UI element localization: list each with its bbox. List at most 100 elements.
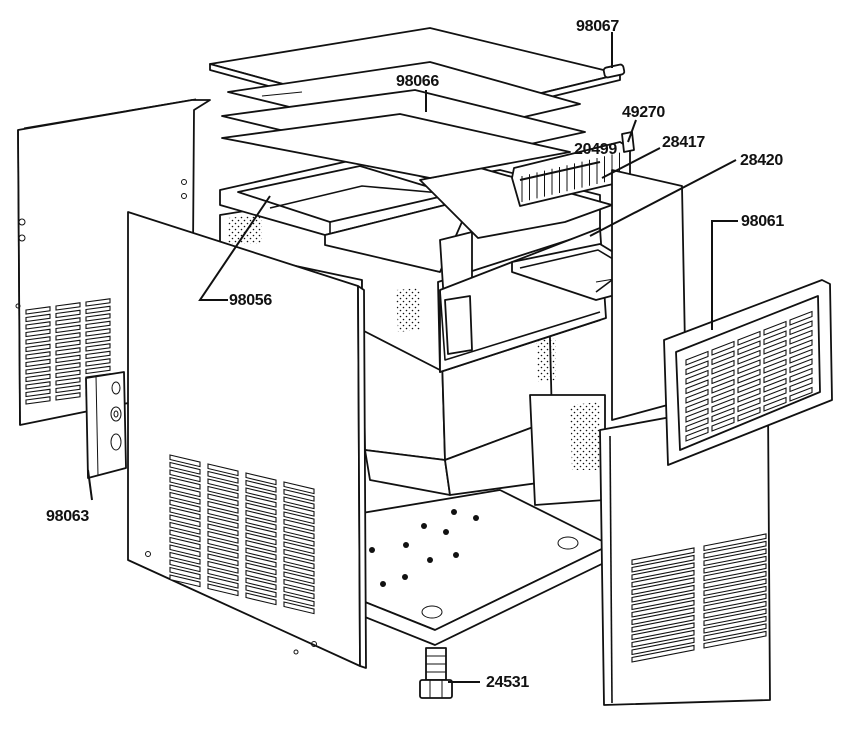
vent-slot [85, 343, 111, 352]
vent-slot [245, 562, 277, 576]
cabinet-body [219, 157, 637, 646]
vent-slot [55, 302, 81, 311]
vent-slot [245, 539, 277, 553]
vent-slot [25, 328, 51, 338]
bracket-98063 [85, 371, 127, 479]
vent-slot [169, 529, 201, 543]
vent-slot [55, 332, 81, 341]
vent-slot [703, 563, 767, 582]
vent-slot [169, 551, 201, 565]
vent-slot [55, 324, 81, 334]
vent-slot [711, 359, 735, 375]
vent-slot [703, 548, 767, 567]
vent-slot [685, 398, 709, 414]
vent-slot [711, 340, 735, 356]
vent-slot [789, 310, 813, 326]
vent-slot [207, 575, 239, 589]
vent-slot [631, 629, 695, 648]
vent-slot [55, 377, 81, 386]
vent-slot [169, 521, 201, 535]
vent-slot [703, 570, 767, 589]
vent-slot [703, 578, 767, 597]
vent-slot [763, 396, 787, 412]
vent-slot [207, 478, 239, 492]
vent-slot [25, 396, 51, 405]
vent-slot [169, 566, 201, 580]
vent-slot [55, 317, 81, 326]
label-28420: 28420 [740, 152, 783, 169]
vent-slot [207, 493, 239, 507]
vent-slot [283, 511, 315, 525]
vent-slot [283, 578, 315, 592]
vent-slot [85, 335, 111, 345]
vent-slot [25, 358, 51, 368]
vent-slot [703, 623, 767, 642]
vent-slot [631, 637, 695, 656]
vent-slot [763, 387, 787, 403]
vent-slot [283, 541, 315, 555]
vent-slot [737, 340, 761, 356]
vent-slot [85, 328, 111, 337]
vent-slot [789, 358, 813, 374]
base-holes [369, 509, 579, 619]
label-98061: 98061 [741, 213, 784, 230]
label-98056: 98056 [229, 292, 272, 309]
vent-slot [703, 593, 767, 612]
front-panel-vents [169, 454, 315, 615]
vent-slot [169, 491, 201, 505]
vent-slot [763, 377, 787, 393]
vent-slot [631, 554, 695, 573]
vent-slot [763, 330, 787, 346]
vent-slot [737, 397, 761, 413]
vent-slot [685, 379, 709, 395]
label-49270: 49270 [622, 104, 665, 121]
vent-slot [169, 536, 201, 550]
vent-slot [25, 351, 51, 360]
vent-slot [25, 313, 51, 323]
vent-slot [85, 350, 111, 360]
vent-slot [25, 388, 51, 398]
vent-slot [25, 321, 51, 330]
vent-slot [283, 481, 315, 495]
vent-slot [245, 502, 277, 516]
vent-slot [711, 378, 735, 394]
vent-slot [631, 614, 695, 633]
vent-slot [703, 608, 767, 627]
vent-slot [207, 508, 239, 522]
vent-slot [207, 500, 239, 514]
vent-slot [207, 523, 239, 537]
vent-slot [763, 339, 787, 355]
vent-slot [763, 358, 787, 374]
vent-slot [283, 496, 315, 510]
vent-slot [789, 386, 813, 402]
vent-slot [631, 584, 695, 603]
vent-slot [711, 416, 735, 432]
vent-slot [25, 373, 51, 383]
vent-slot [789, 329, 813, 345]
vent-slot [207, 515, 239, 529]
drain-fitting [419, 647, 453, 699]
vent-slot [245, 532, 277, 546]
vent-slot [245, 547, 277, 561]
vent-slot [703, 600, 767, 619]
vent-slot [685, 426, 709, 442]
vent-slot [85, 365, 111, 375]
label-98063: 98063 [46, 508, 89, 525]
vent-slot [85, 358, 111, 367]
vent-slot [55, 384, 81, 394]
vent-slot [631, 622, 695, 641]
vent-slot [245, 584, 277, 598]
vent-slot [283, 556, 315, 570]
vent-slot [283, 593, 315, 607]
vent-slot [685, 360, 709, 376]
vent-slot [25, 336, 51, 345]
vent-slot [55, 354, 81, 364]
vent-slot [85, 305, 111, 315]
vent-slot [763, 368, 787, 384]
vent-slot [711, 388, 735, 404]
vent-slot [703, 540, 767, 559]
vent-slot [245, 472, 277, 486]
vent-slot [631, 547, 695, 566]
vent-slot [169, 476, 201, 490]
